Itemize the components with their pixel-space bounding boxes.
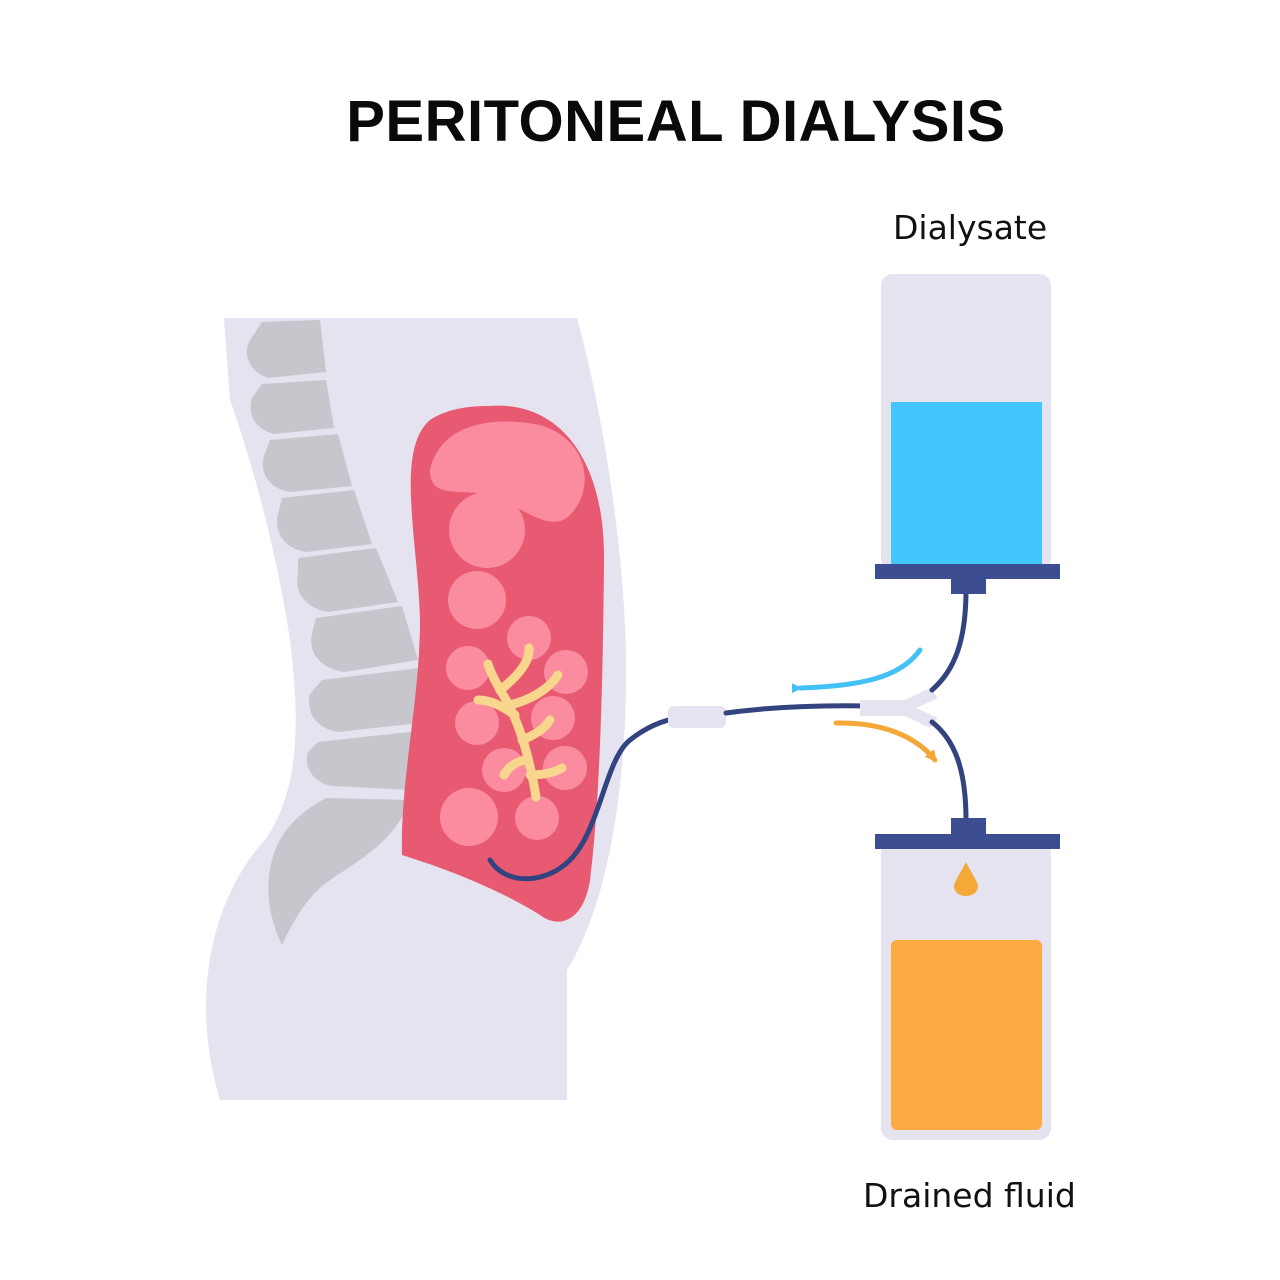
intestine-loop <box>515 796 559 840</box>
vertebra <box>277 490 372 552</box>
intestines <box>440 492 588 846</box>
intestine-loop <box>440 788 498 846</box>
intestine-loop <box>448 571 506 629</box>
upper-organ <box>430 421 585 522</box>
drip-drop-icon <box>954 862 978 896</box>
spine <box>246 320 428 945</box>
dialysate-fluid <box>891 402 1042 568</box>
intestine-loop <box>446 646 490 690</box>
vertebra <box>297 548 398 612</box>
main-tube <box>723 703 873 716</box>
dialysate-clamp-port <box>951 572 986 594</box>
sacrum <box>268 798 410 945</box>
inflow-arrow <box>791 647 923 694</box>
vertebra <box>306 730 428 790</box>
outflow-arrow <box>833 720 938 763</box>
drained-fluid <box>891 940 1042 1130</box>
drained-fluid-label: Drained fluid <box>863 1176 1076 1215</box>
catheter-connector <box>668 706 726 728</box>
vertebra <box>309 668 428 732</box>
vertebra <box>311 606 418 672</box>
catheter-tube <box>487 713 693 882</box>
vertebra <box>250 380 334 434</box>
dialysate-clamp-bar <box>875 564 1060 579</box>
y-connector <box>860 688 938 728</box>
drain-clamp-bar <box>875 834 1060 849</box>
outflow-tube <box>929 719 969 823</box>
diagram-title: PERITONEAL DIALYSIS <box>346 89 1006 154</box>
vertebra <box>262 434 352 492</box>
mesentery-vessels <box>473 643 567 802</box>
inflow-tube <box>929 587 969 693</box>
dialysate-label: Dialysate <box>893 208 1048 247</box>
intestine-loop <box>449 492 525 568</box>
intestine-loop <box>507 616 551 660</box>
intestine-loop <box>455 701 499 745</box>
vertebra <box>246 320 326 378</box>
